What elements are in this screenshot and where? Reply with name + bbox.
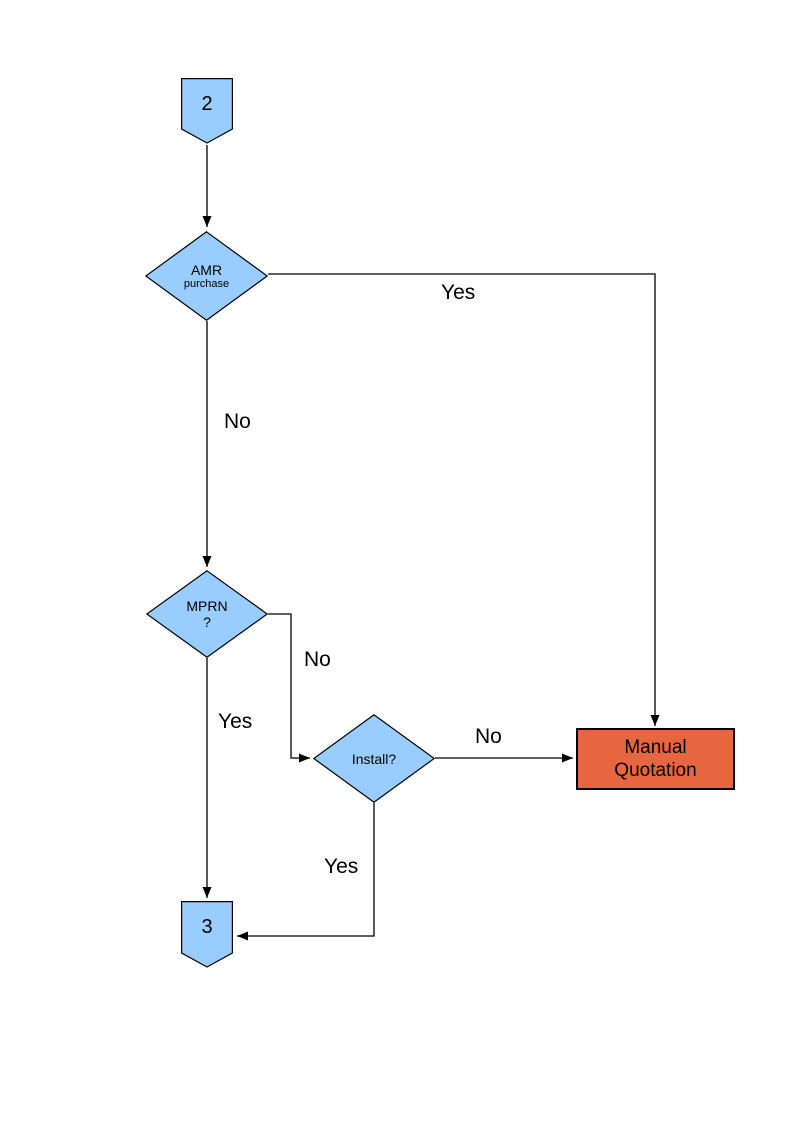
install-label: Install?: [313, 714, 435, 803]
process-box-shape: [576, 728, 735, 790]
manual-quotation-line1: Manual: [624, 737, 687, 758]
install-label-text: Install?: [351, 750, 397, 767]
edge-label-install-yes: Yes: [324, 855, 359, 878]
amr-label-line1: AMR: [190, 261, 223, 278]
edge-mprn-no-to-install: [268, 613, 310, 763]
edge-label-mprn-no: No: [304, 648, 331, 671]
diamond-shape: [313, 714, 435, 803]
edge-label-amr-yes: Yes: [441, 281, 476, 304]
mprn-label-line2: ?: [203, 614, 211, 630]
connector-2-label: 2: [201, 93, 213, 115]
decision-amr-purchase: AMR purchase: [145, 231, 268, 321]
connector-3-label: 3: [201, 916, 213, 938]
pentagon-shape: [181, 901, 233, 968]
diamond-shape: [146, 570, 268, 658]
edge-install-yes-to-3: [237, 803, 375, 941]
off-page-connector-2: 2: [181, 78, 233, 144]
manual-quotation-label: Manual Quotation: [576, 728, 735, 790]
mprn-label: MPRN ?: [146, 570, 268, 658]
diamond-shape: [145, 231, 268, 321]
edge-label-mprn-yes: Yes: [218, 710, 253, 733]
edge-label-amr-no: No: [224, 410, 251, 433]
decision-install: Install?: [313, 714, 435, 803]
process-manual-quotation: Manual Quotation: [576, 728, 735, 790]
edge-amr-yes-to-manual-quotation: [268, 273, 660, 726]
manual-quotation-line2: Quotation: [614, 760, 697, 781]
pentagon-shape: [181, 78, 233, 144]
off-page-connector-3: 3: [181, 901, 233, 968]
amr-purchase-label: AMR purchase: [145, 231, 268, 321]
decision-mprn: MPRN ?: [146, 570, 268, 658]
edge-label-install-no: No: [475, 725, 502, 748]
amr-label-line2: purchase: [183, 277, 230, 290]
mprn-label-line1: MPRN: [186, 598, 228, 614]
